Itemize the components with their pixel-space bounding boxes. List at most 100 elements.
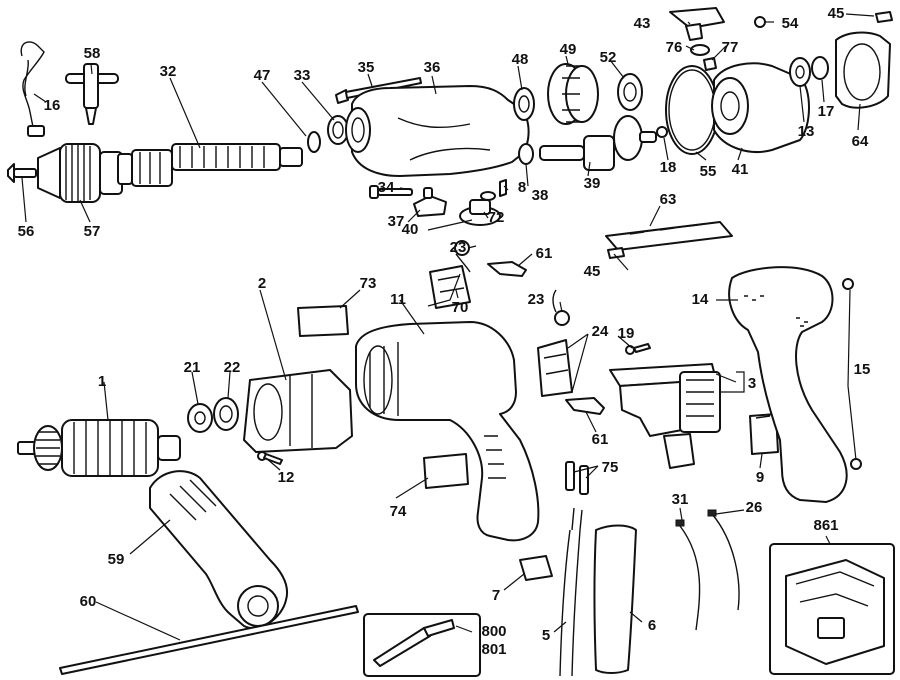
part-74-label [423,453,469,489]
part-52-gear [617,73,643,111]
callout-63: 63 [660,191,677,208]
callout-48: 48 [512,51,529,68]
callout-70: 70 [452,299,469,316]
part-48-bearing [513,87,535,121]
callout-64: 64 [852,133,869,150]
callout-75: 75 [602,459,619,476]
part-61-top-brush [487,261,527,277]
part-1-armature [17,419,181,477]
callout-32: 32 [160,63,177,80]
callout-21: 21 [184,359,201,376]
part-5-cord [559,507,583,677]
part-37-bracket [413,187,447,217]
part-63-plate [605,221,733,251]
part-75-terminals [565,461,589,495]
part-43-cap [669,7,725,41]
part-39-intermediate-shaft [539,115,657,171]
part-861-case-box [769,543,895,675]
callout-2: 2 [258,275,266,292]
part-60-depth-rod [59,605,359,675]
part-36-gear-housing [345,85,530,177]
callout-33: 33 [294,67,311,84]
callout-38: 38 [532,187,549,204]
callout-24: 24 [592,323,609,340]
part-26-lead [707,509,740,611]
callout-800: 800 [481,623,506,640]
callout-14: 14 [692,291,709,308]
part-21-bearing [187,403,213,433]
callout-861: 861 [813,517,838,534]
callout-3: 3 [748,375,756,392]
part-17-ring [811,56,829,80]
part-2-field [243,369,353,453]
part-12-screw [257,451,283,465]
callout-34: 34 [378,179,395,196]
callout-16: 16 [44,97,61,114]
part-56-screw [7,163,37,183]
part-57-chuck [37,143,123,203]
callout-43: 43 [634,15,651,32]
part-61-lower-brush [565,397,605,415]
part-77-nut [703,57,717,71]
callout-49: 49 [560,41,577,58]
callout-61-lower: 61 [592,431,609,448]
callout-36: 36 [424,59,441,76]
callout-57: 57 [84,223,101,240]
part-19-screw [625,343,651,355]
callout-18: 18 [660,159,677,176]
part-31-lead [675,519,701,631]
callout-13: 13 [798,123,815,140]
part-45-top-clip [875,11,893,23]
part-32-spindle [117,143,303,187]
part-11-motor-housing [355,321,540,542]
part-45-mid-clip [607,247,625,259]
part-34-screw [369,185,413,199]
part-14-handle-half [728,266,848,503]
callout-45-mid: 45 [584,263,601,280]
part-3-switch [609,363,721,469]
callout-23-lower: 23 [528,291,545,308]
callout-26: 26 [746,499,763,516]
callout-7: 7 [492,587,500,604]
callout-8: 8 [518,179,526,196]
part-73-label [297,305,349,337]
part-16-strap [20,41,45,137]
callout-61-top: 61 [536,245,553,262]
callout-74: 74 [390,503,407,520]
callout-56: 56 [18,223,35,240]
callout-37: 37 [388,213,405,230]
part-18-ball [656,126,668,138]
callout-41: 41 [732,161,749,178]
callout-72: 72 [488,209,505,226]
callout-47: 47 [254,67,271,84]
part-15-screw-bottom [850,458,862,470]
part-22-bearing [213,397,239,431]
callout-numbers: 58 16 32 47 33 35 36 48 49 52 43 76 77 5… [18,5,871,658]
part-54-screw [754,16,766,28]
callout-9: 9 [756,469,764,486]
callout-54: 54 [782,15,799,32]
callout-39: 39 [584,175,601,192]
callout-1: 1 [98,373,106,390]
callout-55: 55 [700,163,717,180]
part-9-block [749,413,779,455]
part-41-gear-case [711,62,810,153]
part-64-end-cap [835,31,891,109]
part-59-side-handle [149,470,288,629]
callout-73: 73 [360,275,377,292]
callout-5: 5 [542,627,550,644]
callout-52: 52 [600,49,617,66]
callout-22: 22 [224,359,241,376]
part-55-o-ring [665,65,719,155]
callout-76: 76 [666,39,683,56]
part-47-ring [307,131,321,153]
callout-58: 58 [84,45,101,62]
part-8-screw [480,179,507,201]
part-76-washer [690,44,710,56]
callout-15: 15 [854,361,871,378]
part-70-brush-holder [429,265,471,309]
part-7-cord-clamp [519,555,553,581]
part-38-washer [518,143,534,165]
